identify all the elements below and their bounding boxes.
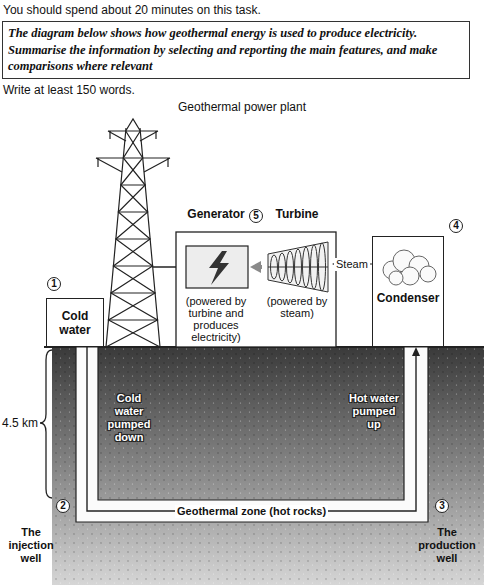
generator-symbol <box>186 246 248 288</box>
pylon <box>106 131 158 347</box>
turbine-symbol <box>268 242 328 292</box>
ground <box>52 347 484 585</box>
pylon <box>96 158 170 172</box>
flow-note: Cold water pumped down <box>103 392 155 444</box>
turbine-symbol <box>279 253 286 281</box>
instruction-box: The diagram below shows how geothermal e… <box>2 21 470 79</box>
callout-number: 5 <box>249 209 263 223</box>
part-name: Cold water <box>49 309 101 337</box>
diagram-title: Geothermal power plant <box>0 100 484 115</box>
turbine-symbol <box>271 255 278 279</box>
callout-number: 1 <box>47 277 61 291</box>
steam-cloud <box>383 250 436 285</box>
arrowhead <box>250 261 261 273</box>
plant-housing <box>176 232 336 347</box>
edge-label: Steam <box>334 258 370 271</box>
edge-label: Geothermal zone (hot rocks) <box>175 505 328 518</box>
dimension: 4.5 km <box>2 416 38 431</box>
part-note: (powered by steam) <box>262 295 332 319</box>
task-text: The diagram below shows how geothermal e… <box>8 25 464 75</box>
pylon <box>109 185 158 320</box>
part-name: Generator <box>182 207 250 221</box>
pylon <box>108 131 158 141</box>
part-name: Condenser <box>374 291 442 305</box>
arrowhead <box>412 347 420 356</box>
generator-symbol <box>186 246 248 288</box>
pylon <box>109 131 161 347</box>
well-pipe <box>76 347 428 522</box>
generator-symbol <box>209 251 229 285</box>
turbine-symbol <box>319 243 326 291</box>
turbine-symbol <box>311 245 318 289</box>
steam-cloud <box>420 266 436 282</box>
steam-cloud <box>389 271 403 285</box>
turbine: Turbine (powered by steam) <box>262 207 332 345</box>
well-pipe <box>76 347 428 522</box>
turbine-symbol <box>303 247 310 287</box>
part-name: The injection well <box>2 526 60 565</box>
callout-number: 4 <box>449 219 463 233</box>
cold-water-tank: Cold water <box>46 298 104 347</box>
turbine-symbol <box>295 249 302 285</box>
steam-cloud <box>401 267 419 285</box>
flow-arrow <box>87 347 416 511</box>
plant-housing <box>176 232 336 347</box>
callout-number: 2 <box>56 499 70 513</box>
pylon <box>98 131 168 167</box>
instruction-note: You should spend about 20 minutes on thi… <box>3 3 481 18</box>
pylon <box>96 119 170 347</box>
depth-brace <box>40 350 52 498</box>
pylon <box>106 128 160 347</box>
part-name: The production well <box>414 526 480 565</box>
flow-note: Hot water pumped up <box>348 392 400 431</box>
pylon <box>126 119 141 131</box>
depth-brace <box>40 350 52 498</box>
part-name: Turbine <box>262 207 332 221</box>
turbine-symbol <box>287 251 294 283</box>
callout-number: 3 <box>435 499 449 513</box>
ground <box>52 347 484 585</box>
condenser-box: Condenser <box>372 236 444 347</box>
turbine-symbol <box>268 242 328 292</box>
instruction-note: Write at least 150 words. <box>3 83 481 98</box>
part-note: (powered by turbine and produces electri… <box>182 295 250 343</box>
ground <box>44 347 484 585</box>
generator: Generator (powered by turbine and produce… <box>182 207 250 345</box>
